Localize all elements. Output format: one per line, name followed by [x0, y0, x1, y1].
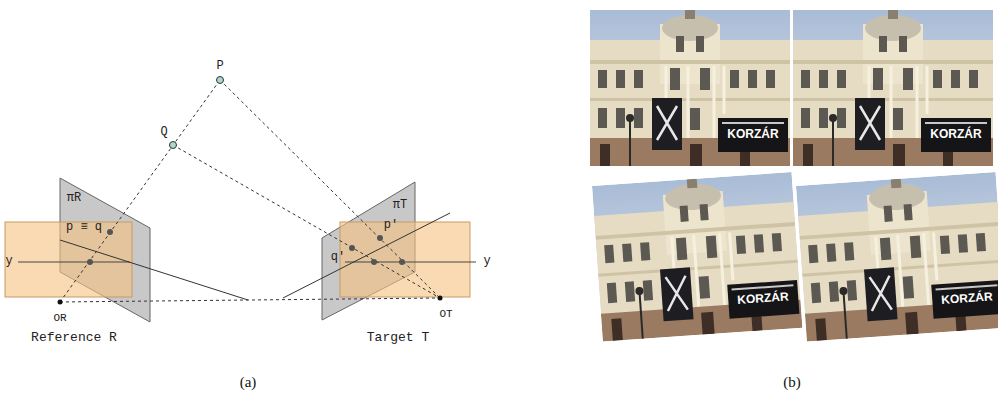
camera-name: OT	[439, 308, 452, 321]
axis-name: y	[483, 255, 490, 269]
projection-rays	[60, 80, 440, 302]
plane-name: πR	[67, 192, 81, 206]
scanline	[18, 262, 130, 263]
photo	[590, 10, 790, 166]
banner-text: KORZÁR	[727, 128, 778, 142]
world-points	[170, 77, 224, 149]
photo-grid	[590, 10, 998, 342]
point-name: Q	[160, 126, 167, 140]
image-points	[87, 229, 405, 265]
epipolar-figure	[5, 77, 476, 323]
axis-name: y	[5, 255, 12, 269]
view-name: Reference R	[31, 331, 117, 346]
point-name: p ≡ q	[66, 221, 102, 235]
point-name: p'	[384, 219, 398, 233]
rectified-plane	[5, 222, 132, 297]
panel-label: (b)	[783, 374, 801, 391]
epipolar-line	[60, 240, 248, 300]
banner-text: KORZÁR	[930, 128, 981, 142]
scanline	[345, 262, 476, 263]
camera-name: OR	[53, 312, 66, 325]
banner-text: KORZÁR	[941, 290, 993, 307]
camera-centres	[58, 296, 443, 305]
panel-label: (a)	[240, 374, 257, 391]
banner-text: KORZÁR	[737, 290, 789, 307]
photo	[793, 10, 993, 166]
plane-name: πT	[393, 199, 407, 213]
photo	[592, 172, 802, 342]
point-name: q'	[331, 251, 345, 265]
photo	[796, 172, 998, 342]
view-name: Target T	[367, 331, 429, 346]
point-name: P	[216, 60, 223, 74]
